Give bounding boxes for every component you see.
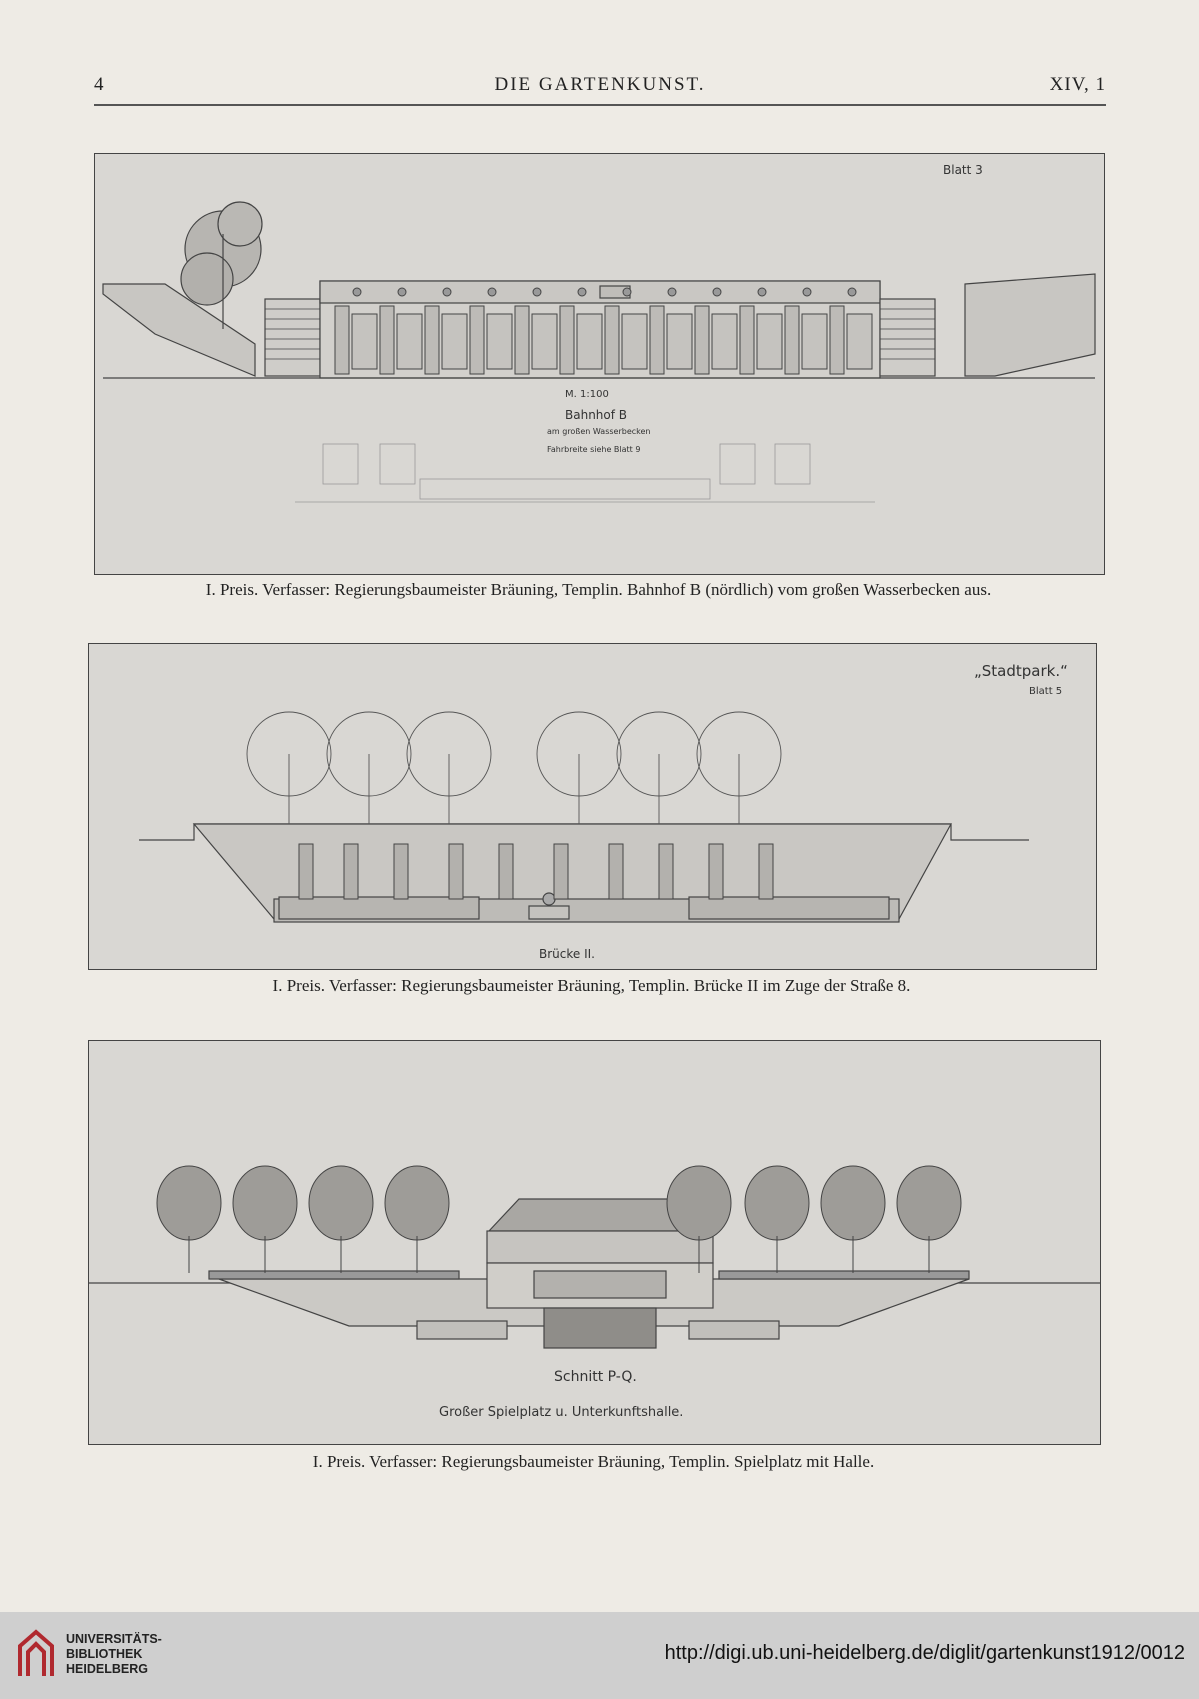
rosette (802, 287, 812, 297)
digitization-footer: UNIVERSITÄTS- BIBLIOTHEK HEIDELBERG http… (0, 1612, 1199, 1699)
spielplatz-section-drawing: Schnitt P-Q. Großer Spielplatz u. Unterk… (89, 1165, 1100, 1420)
bridge-column (553, 843, 569, 900)
page-number: 4 (94, 74, 105, 95)
bridge-column (658, 843, 674, 900)
stadtpark-note: „Stadtpark.“ (974, 662, 1068, 680)
window (441, 313, 468, 370)
bahnhof-elevation-drawing: Blatt 3 M. 1:100 Bahnhof B am großen Was… (102, 163, 1096, 503)
drawing-note-bahnhof: Fahrbreite siehe Blatt 9 (547, 445, 640, 454)
caption-plate-2: I. Preis. Verfasser: Regierungsbaumeiste… (272, 976, 911, 995)
window (531, 313, 558, 370)
drawing-title-bahnhof: Bahnhof B (565, 408, 627, 422)
column (559, 305, 575, 375)
column (649, 305, 665, 375)
column (424, 305, 440, 375)
window (621, 313, 648, 370)
journal-title: DIE GARTENKUNST. (494, 74, 706, 95)
rosette (487, 287, 497, 297)
tree-crown (384, 1165, 450, 1241)
tree-crown (232, 1165, 298, 1241)
bridge-column (393, 843, 409, 900)
tree-crown (820, 1165, 886, 1241)
window (666, 313, 693, 370)
tree-crown (666, 1165, 732, 1241)
scanned-page: 4 DIE GARTENKUNST. XIV, 1 (88, 74, 1106, 1471)
rosette (532, 287, 542, 297)
permalink-url[interactable]: http://digi.ub.uni-heidelberg.de/diglit/… (664, 1642, 1185, 1664)
window (711, 313, 738, 370)
column (469, 305, 485, 375)
rosette (667, 287, 677, 297)
tree-crown (744, 1165, 810, 1241)
rosette (442, 287, 452, 297)
volume-number: XIV, 1 (1049, 74, 1106, 95)
window (576, 313, 603, 370)
drawing-title-spielplatz: Großer Spielplatz u. Unterkunftshalle. (439, 1405, 683, 1420)
bridge-column (298, 843, 314, 900)
window (846, 313, 873, 370)
column (829, 305, 845, 375)
caption-plate-1: I. Preis. Verfasser: Regierungsbaumeiste… (205, 580, 992, 599)
bridge-column (758, 843, 774, 900)
caption-plate-3: I. Preis. Verfasser: Regierungsbaumeiste… (312, 1452, 875, 1471)
rosette (757, 287, 767, 297)
column (379, 305, 395, 375)
plate-bahnhof-drawing: Blatt 3 M. 1:100 Bahnhof B am großen Was… (94, 153, 1105, 575)
header-rule (94, 104, 1106, 106)
tree-crown (896, 1165, 962, 1241)
rosette (712, 287, 722, 297)
bridge-column (448, 843, 464, 900)
tree-crown (156, 1165, 222, 1241)
column (334, 305, 350, 375)
library-logo-icon (18, 1629, 54, 1676)
drawing-title-bruecke: Brücke II. (539, 947, 595, 961)
column (694, 305, 710, 375)
rosette (847, 287, 857, 297)
bridge-column (708, 843, 724, 900)
column (514, 305, 530, 375)
bridge-column (608, 843, 624, 900)
section-label: Schnitt P-Q. (554, 1369, 637, 1385)
bridge-column (343, 843, 359, 900)
plate-spielplatz-drawing: Schnitt P-Q. Großer Spielplatz u. Unterk… (88, 1040, 1101, 1445)
bridge-column (498, 843, 514, 900)
sheet-number-note: Blatt 5 (1029, 686, 1062, 697)
rosette (397, 287, 407, 297)
column (604, 305, 620, 375)
tree-crown (308, 1165, 374, 1241)
sheet-number-note: Blatt 3 (943, 163, 983, 177)
bruecke-section-drawing: „Stadtpark.“ Blatt 5 Brücke II. (139, 662, 1068, 961)
rosette (352, 287, 362, 297)
window (486, 313, 513, 370)
window (801, 313, 828, 370)
column (739, 305, 755, 375)
rosette (622, 287, 632, 297)
scale-note: M. 1:100 (565, 389, 609, 400)
plate-bruecke-drawing: „Stadtpark.“ Blatt 5 Brücke II. (88, 643, 1097, 970)
drawing-subtitle-bahnhof: am großen Wasserbecken (547, 427, 650, 436)
running-header: 4 DIE GARTENKUNST. XIV, 1 (94, 74, 1106, 100)
rosette (577, 287, 587, 297)
window (396, 313, 423, 370)
library-name: UNIVERSITÄTS- BIBLIOTHEK HEIDELBERG (66, 1632, 162, 1676)
window (351, 313, 378, 370)
window (756, 313, 783, 370)
column (784, 305, 800, 375)
